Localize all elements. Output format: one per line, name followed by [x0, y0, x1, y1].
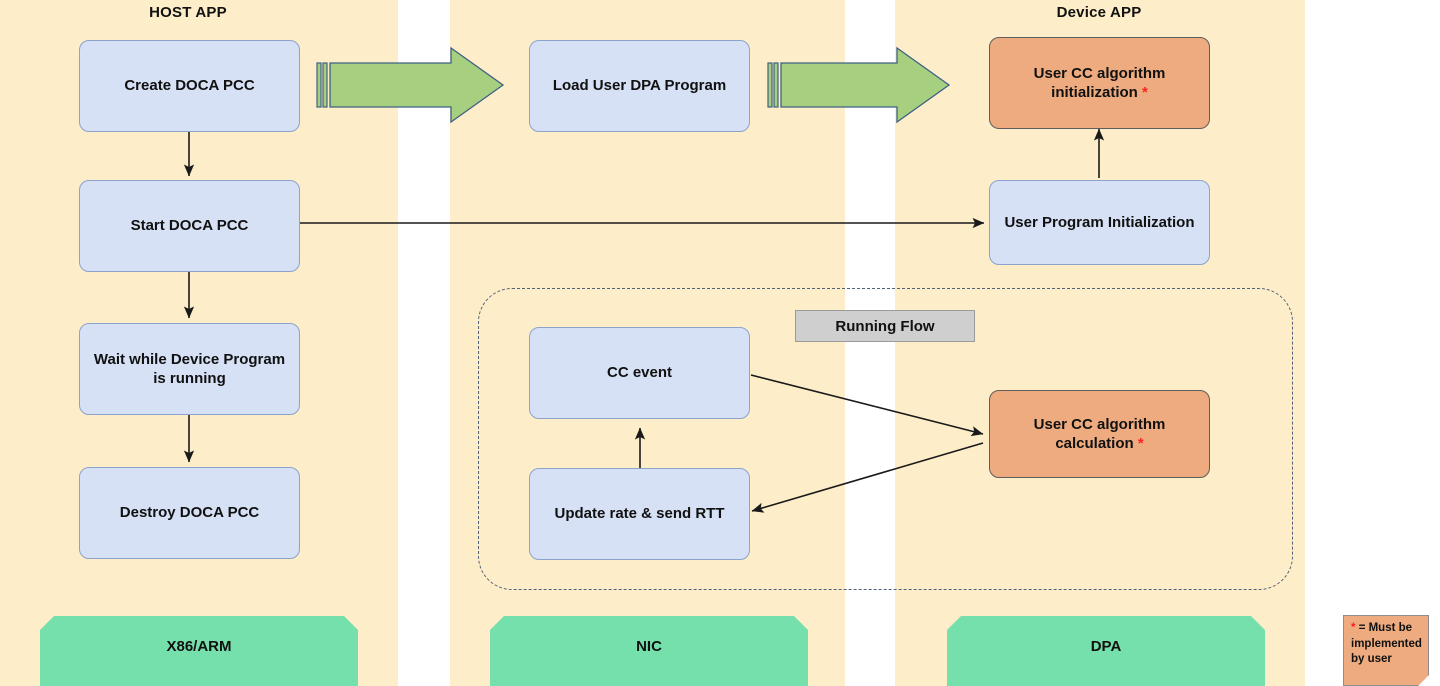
node-user-cc-algorithm-calculation[interactable]: User CC algorithm calculation * — [989, 390, 1210, 478]
node-start-doca-pcc[interactable]: Start DOCA PCC — [79, 180, 300, 272]
node-wait-device-program[interactable]: Wait while Device Program is running — [79, 323, 300, 415]
required-marker-icon: * — [1142, 84, 1148, 101]
node-label: User CC algorithm initialization * — [1033, 64, 1166, 102]
node-label: User CC algorithm calculation * — [1033, 415, 1166, 453]
node-label: User Program Initialization — [1004, 213, 1195, 231]
node-label: Load User DPA Program — [552, 77, 727, 95]
running-flow-group — [478, 288, 1293, 590]
node-load-user-dpa-program[interactable]: Load User DPA Program — [529, 40, 750, 132]
node-destroy-doca-pcc[interactable]: Destroy DOCA PCC — [79, 467, 300, 559]
node-cc-event[interactable]: CC event — [529, 327, 750, 419]
required-marker-icon: * — [1137, 435, 1144, 452]
running-flow-label: Running Flow — [795, 310, 975, 342]
node-user-program-initialization[interactable]: User Program Initialization — [989, 180, 1210, 265]
node-user-cc-algorithm-initialization[interactable]: User CC algorithm initialization * — [989, 37, 1210, 129]
platform-bar-dpa: DPA — [947, 616, 1265, 686]
node-update-rate-send-rtt[interactable]: Update rate & send RTT — [529, 468, 750, 560]
platform-label: DPA — [1090, 638, 1122, 655]
platform-bar-host: X86/ARM — [40, 616, 358, 686]
node-label: Update rate & send RTT — [554, 505, 725, 523]
platform-bar-nic: NIC — [490, 616, 808, 686]
column-title-host: HOST APP — [149, 4, 227, 21]
node-label: Destroy DOCA PCC — [119, 504, 260, 522]
chip-label: Running Flow — [835, 317, 935, 335]
legend-text: = Must be implemented by user — [1351, 622, 1422, 666]
legend-note: * = Must be implemented by user — [1343, 615, 1429, 686]
platform-label: X86/ARM — [166, 638, 232, 655]
node-label: CC event — [606, 364, 673, 382]
node-label: Create DOCA PCC — [124, 77, 255, 95]
node-create-doca-pcc[interactable]: Create DOCA PCC — [79, 40, 300, 132]
node-label: Start DOCA PCC — [130, 217, 249, 235]
node-label: Wait while Device Program is running — [93, 350, 286, 388]
platform-label: NIC — [636, 638, 662, 655]
column-title-device: Device APP — [1056, 4, 1142, 21]
legend-marker-icon: * — [1351, 622, 1356, 634]
